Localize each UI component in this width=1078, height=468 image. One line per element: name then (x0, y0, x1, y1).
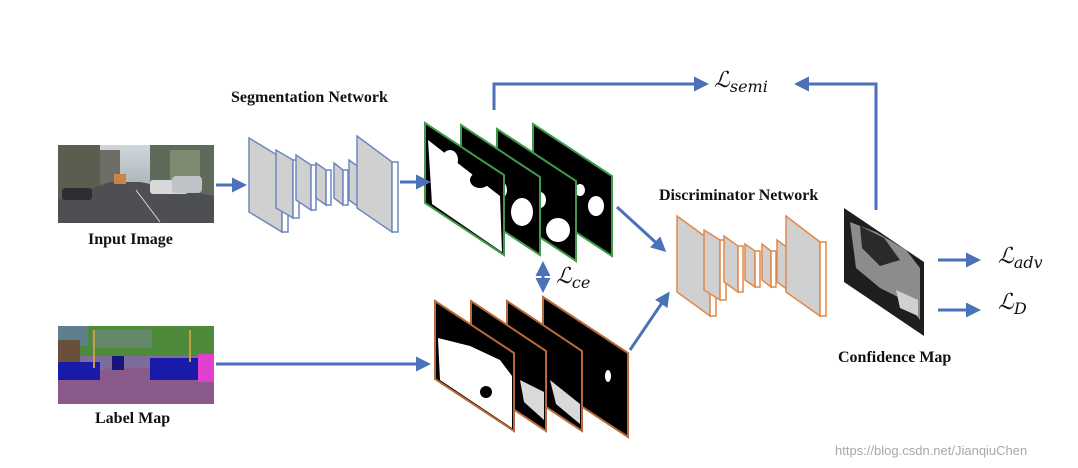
arrow-semi-right (794, 76, 878, 210)
confidence-map-label: Confidence Map (838, 349, 952, 366)
disc-block-7 (785, 214, 827, 318)
arrow-groundtruth-to-disc (628, 291, 670, 351)
prediction-map-1 (424, 121, 505, 257)
watermark-text: https://blog.csdn.net/JianqiuChen (835, 443, 1028, 458)
discriminator-network (676, 214, 827, 318)
seg-block-5 (333, 161, 349, 207)
disc-block-2 (703, 228, 727, 302)
ground-truth-maps (434, 295, 629, 439)
disc-block-5 (761, 242, 777, 289)
loss-adv: ℒadv (998, 244, 1043, 272)
arrows (216, 76, 981, 372)
seg-block-3 (295, 153, 317, 212)
ground-truth-map-1 (434, 299, 515, 433)
discriminator-network-label: Discriminator Network (659, 187, 819, 204)
prediction-maps (424, 121, 613, 263)
label-map-image (58, 326, 214, 404)
confidence-map-image (844, 208, 924, 336)
seg-block-7 (356, 134, 399, 234)
loss-semi: ℒsemi (714, 68, 768, 96)
input-image (58, 145, 214, 223)
seg-block-4 (315, 161, 332, 207)
disc-block-4 (744, 242, 761, 289)
loss-ce: ℒce (556, 264, 591, 292)
segmentation-network-label: Segmentation Network (231, 89, 388, 106)
loss-d: ℒD (998, 290, 1027, 318)
disc-block-3 (723, 234, 744, 294)
arrow-semi-left (492, 76, 709, 110)
arrow-prediction-to-disc (615, 205, 667, 253)
segmentation-network (248, 134, 399, 234)
label-map-label: Label Map (95, 410, 171, 427)
input-image-label: Input Image (88, 231, 173, 248)
